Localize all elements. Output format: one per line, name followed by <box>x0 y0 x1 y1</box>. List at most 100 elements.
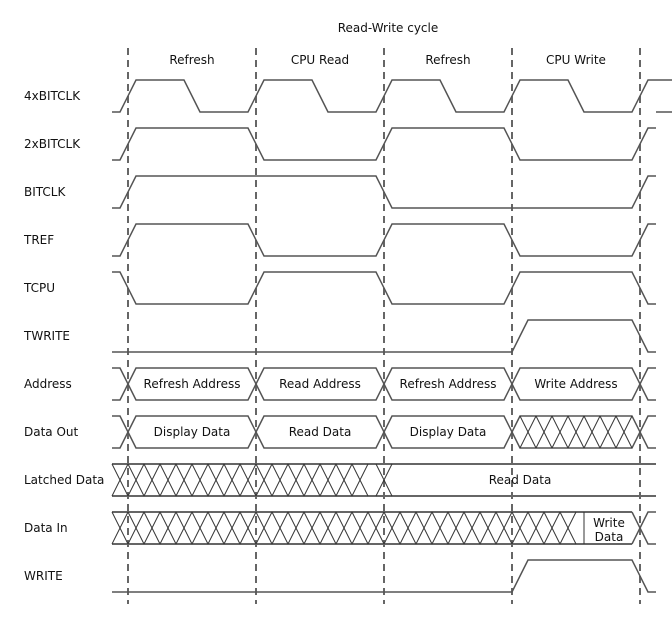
hatch-stroke <box>375 463 393 497</box>
hatch-stroke <box>287 463 305 497</box>
bus-stub <box>112 415 129 449</box>
phase-label: Refresh <box>169 53 214 67</box>
signal-wave <box>112 79 672 113</box>
bus-value-label: Write Address <box>534 377 617 391</box>
hatch-stroke <box>127 511 145 545</box>
bus-value-label: Refresh Address <box>144 377 241 391</box>
signal-wave <box>112 319 656 353</box>
signal-label: TCPU <box>23 281 55 295</box>
bus-value-label: Data <box>595 530 624 544</box>
hatch-stroke <box>543 511 561 545</box>
bus-stub <box>112 367 129 401</box>
hatch-stroke <box>431 511 449 545</box>
hatch-stroke <box>319 511 337 545</box>
bus-stub <box>639 367 656 401</box>
bus-segment <box>383 415 513 449</box>
signal-label: TREF <box>23 233 54 247</box>
bus-stub <box>639 511 656 545</box>
bus-value-label: Refresh Address <box>400 377 497 391</box>
hatch-stroke <box>447 511 465 545</box>
hatch-stroke <box>551 415 569 449</box>
signal-label: 4xBITCLK <box>24 89 81 103</box>
signal-wave: Read Data <box>111 463 656 497</box>
hatch-stroke <box>287 511 305 545</box>
hatch-stroke <box>127 463 145 497</box>
hatch-stroke <box>519 415 537 449</box>
hatch-stroke <box>559 511 577 545</box>
hatch-stroke <box>535 415 553 449</box>
phase-label: CPU Read <box>291 53 349 67</box>
signal-label: Address <box>24 377 72 391</box>
hatch-stroke <box>351 511 369 545</box>
bus-segment <box>383 367 513 401</box>
hatch-stroke <box>335 511 353 545</box>
bus-value-label: Read Address <box>279 377 361 391</box>
signal-label: Data Out <box>24 425 79 439</box>
bus-value-label: Read Data <box>489 473 552 487</box>
hatch-stroke <box>159 511 177 545</box>
signal-trace <box>112 223 656 257</box>
hatch-stroke <box>599 415 617 449</box>
hatch-stroke <box>479 511 497 545</box>
hatch-stroke <box>303 463 321 497</box>
hatch-stroke <box>191 463 209 497</box>
hatch-stroke <box>495 511 513 545</box>
hatch-stroke <box>335 463 353 497</box>
hatch-stroke <box>383 511 401 545</box>
signal-label: Data In <box>24 521 68 535</box>
hatch-stroke <box>143 463 161 497</box>
hatch-stroke <box>367 511 385 545</box>
signal-labels: 4xBITCLK 2xBITCLK BITCLK TREF TCPU TWRITE Addr… <box>23 89 104 583</box>
waveforms: Refresh Address Read Address Refresh Addre… <box>111 79 672 593</box>
hatch-stroke <box>175 463 193 497</box>
hatch-stroke <box>527 511 545 545</box>
hatch-stroke <box>111 463 129 497</box>
hatch-stroke <box>415 511 433 545</box>
hatch-stroke <box>175 511 193 545</box>
phase-boundaries <box>127 48 641 604</box>
signal-label: WRITE <box>24 569 63 583</box>
signal-wave <box>112 223 656 257</box>
signal-trace <box>112 79 672 113</box>
hatch-stroke <box>239 463 257 497</box>
hatch-stroke <box>207 463 225 497</box>
signal-wave <box>112 175 656 209</box>
hatch-stroke <box>583 415 601 449</box>
hatch-stroke <box>319 463 337 497</box>
hatch-stroke <box>271 463 289 497</box>
signal-wave <box>112 559 656 593</box>
bus-edge <box>631 511 641 545</box>
signal-wave: Refresh Address Read Address Refresh Addre… <box>112 367 656 401</box>
bus-value-label: Display Data <box>410 425 487 439</box>
signal-label: 2xBITCLK <box>24 137 81 151</box>
hatch-stroke <box>271 511 289 545</box>
hatch-stroke <box>223 463 241 497</box>
hatch-stroke <box>351 463 369 497</box>
signal-trace <box>112 319 656 353</box>
hatch-stroke <box>615 415 633 449</box>
hatch-stroke <box>567 415 585 449</box>
signal-trace <box>112 271 656 305</box>
hatch-stroke <box>207 511 225 545</box>
phase-label: CPU Write <box>546 53 606 67</box>
signal-wave <box>112 271 656 305</box>
hatch-stroke <box>191 511 209 545</box>
signal-label: BITCLK <box>24 185 66 199</box>
hatch-stroke <box>143 511 161 545</box>
hatch-stroke <box>511 511 529 545</box>
hatch-stroke <box>255 511 273 545</box>
signal-label: TWRITE <box>23 329 70 343</box>
bus-stub <box>639 415 656 449</box>
bus-value-label: Read Data <box>289 425 352 439</box>
signal-wave <box>112 127 656 161</box>
hatch-stroke <box>399 511 417 545</box>
hatch-stroke <box>239 511 257 545</box>
signal-trace <box>112 127 656 161</box>
signal-trace <box>112 175 656 209</box>
hatch-stroke <box>159 463 177 497</box>
signal-trace <box>112 559 656 593</box>
